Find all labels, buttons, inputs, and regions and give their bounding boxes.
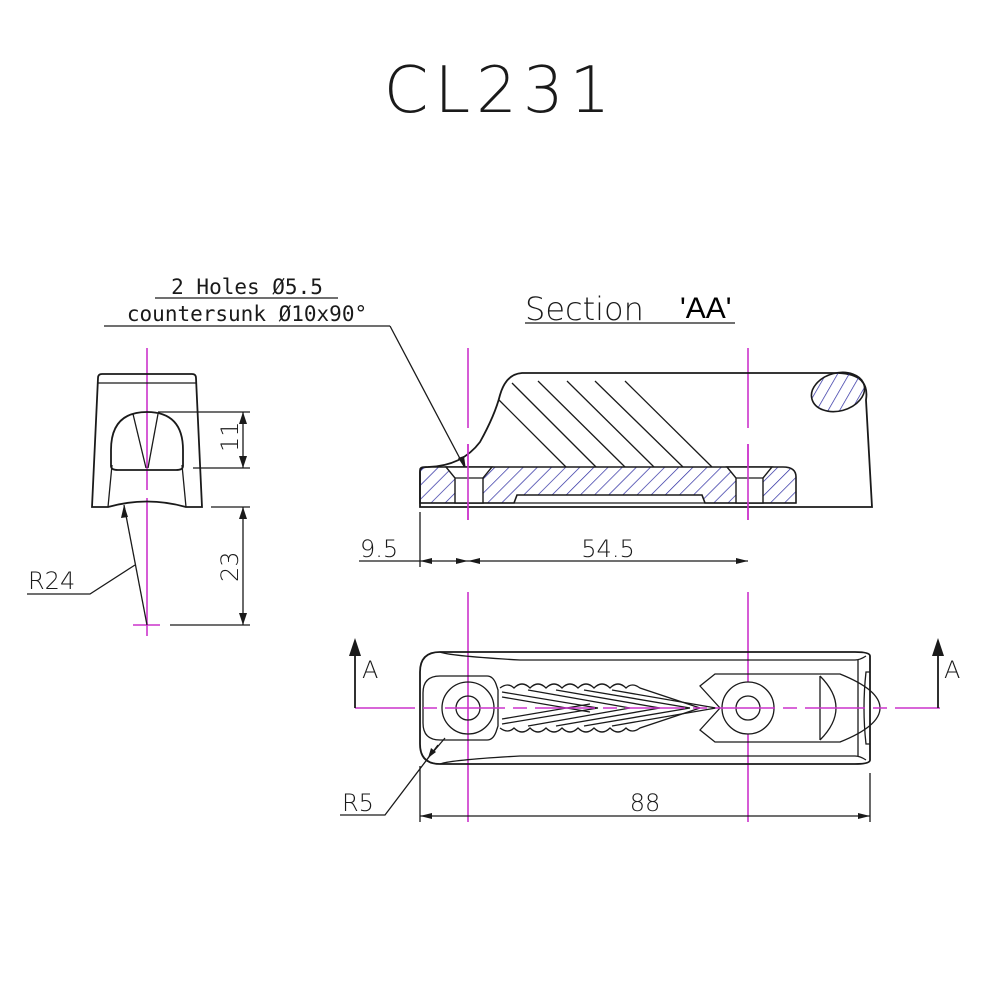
hole-note: 2 Holes Ø5.5 countersunk Ø10x90° (104, 275, 467, 471)
drawing-title: CL231 (384, 54, 617, 128)
note-line-2: countersunk Ø10x90° (127, 302, 367, 326)
section-label: Section 'AA' (525, 290, 735, 328)
section-dimensions: 9.5 54.5 (359, 512, 748, 567)
note-line-1: 2 Holes Ø5.5 (171, 275, 323, 299)
plan-view: A A R5 88 (340, 592, 960, 822)
section-marker-left: A (362, 656, 378, 684)
section-label-text: Section (525, 290, 644, 328)
section-name: 'AA' (680, 292, 731, 325)
end-view: 11 23 R24 (27, 348, 250, 636)
dim-88: 88 (630, 789, 661, 817)
section-view (419, 348, 873, 520)
dim-54-5: 54.5 (581, 535, 634, 563)
dim-11: 11 (216, 421, 244, 452)
dim-r5: R5 (342, 789, 374, 817)
dim-23: 23 (216, 551, 244, 582)
cleat-teeth (499, 683, 717, 733)
dim-r24: R24 (28, 567, 75, 595)
dim-9-5: 9.5 (360, 535, 398, 563)
section-marker-right: A (944, 656, 960, 684)
